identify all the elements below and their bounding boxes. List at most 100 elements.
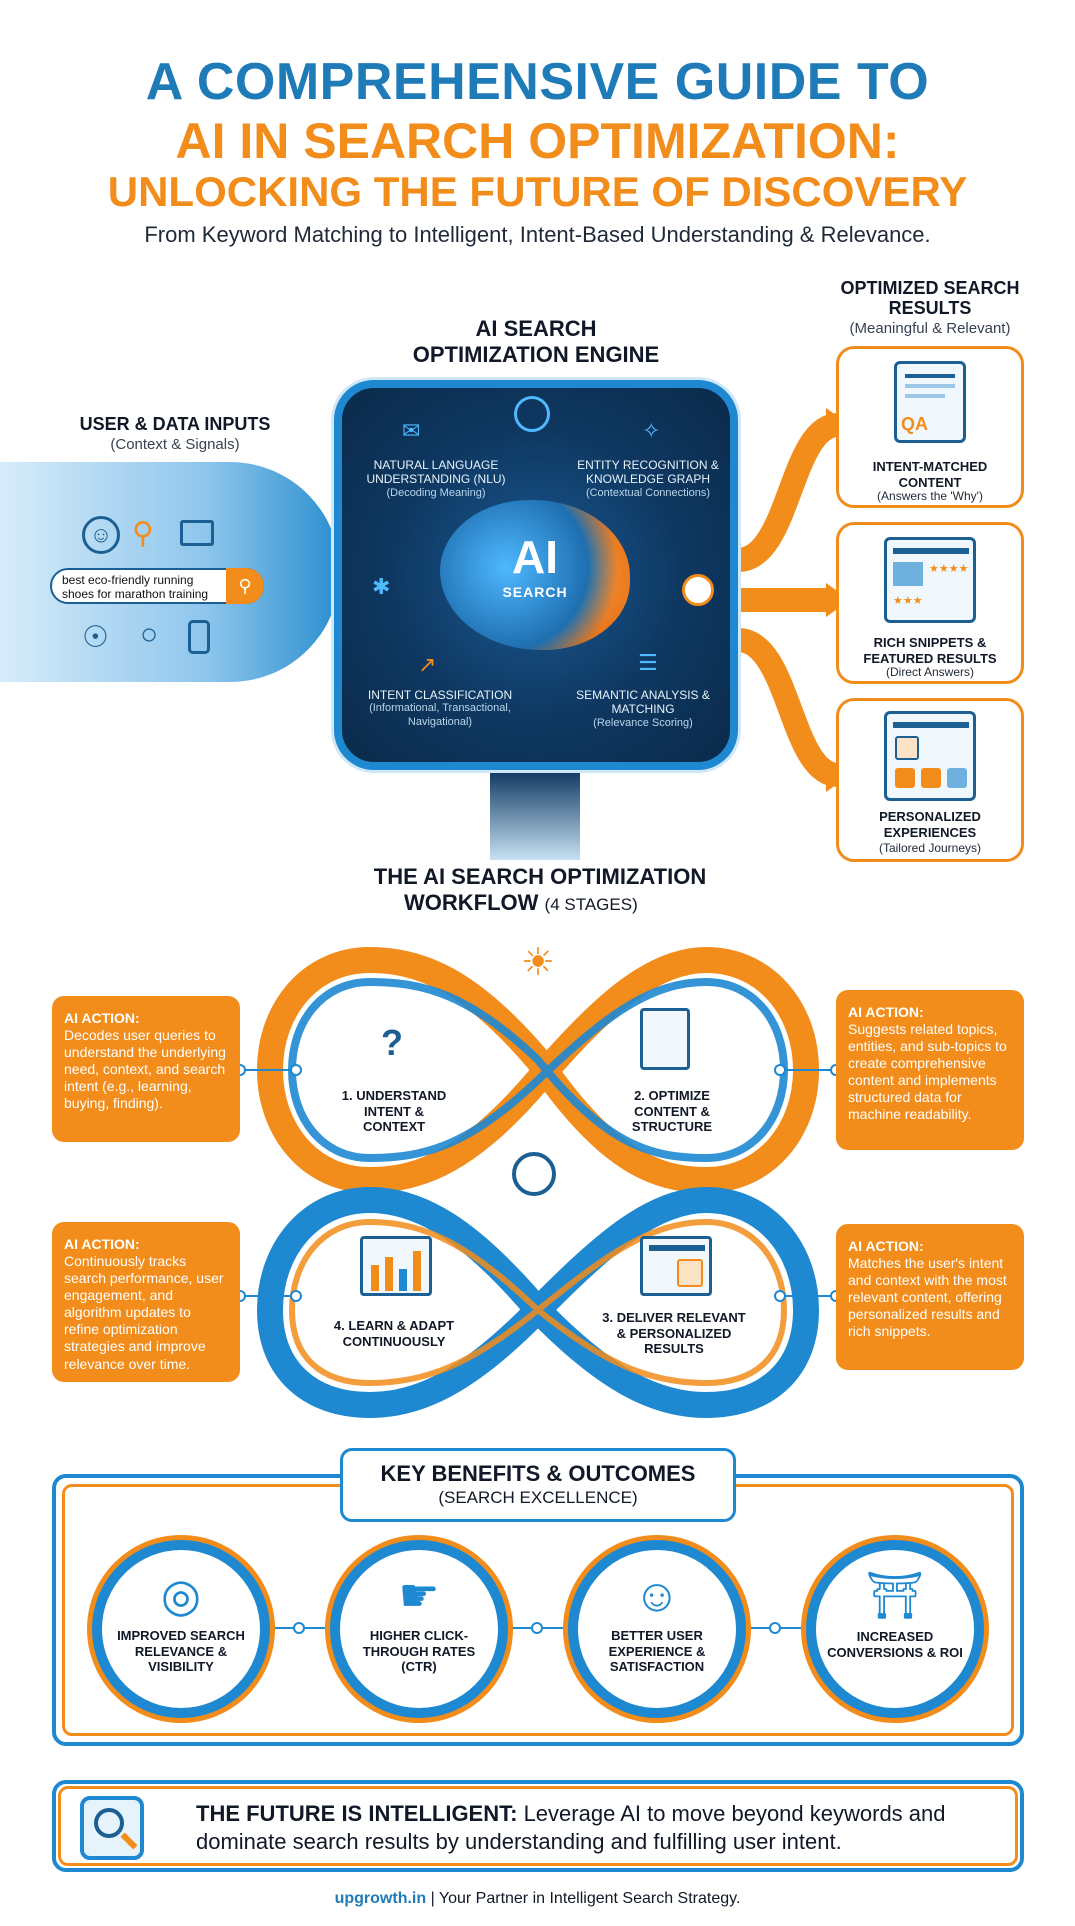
workflow-title-word: WORKFLOW <box>404 890 539 915</box>
question-search-icon: ? <box>381 1022 403 1063</box>
future-banner <box>52 1780 1024 1872</box>
user-icon: ☺ <box>82 516 120 554</box>
ai-search-label: SEARCH <box>502 584 568 600</box>
future-text: Leverage AI to move beyond keywords and … <box>196 1801 946 1854</box>
benefits-subtitle: (SEARCH EXCELLENCE) <box>438 1488 638 1508</box>
action-text: Continuously tracks search performance, … <box>64 1253 224 1372</box>
brain-icon <box>440 500 630 650</box>
benefit-circle-ux: ☺ BETTER USER EXPERIENCE & SATISFACTION <box>568 1540 746 1718</box>
benefit-label: HIGHER CLICK-THROUGH RATES (CTR) <box>362 1628 476 1675</box>
output-card-personalized: PERSONALIZED EXPERIENCES (Tailored Journ… <box>836 698 1024 862</box>
benefit-circle-roi: ⛩ INCREASED CONVERSIONS & ROI <box>806 1540 984 1718</box>
rich-snippet-icon: ★★★★ ★★★ <box>884 537 976 623</box>
qa-label: QA <box>901 414 928 434</box>
footer-brand[interactable]: upgrowth.in <box>334 1890 427 1907</box>
subtitle: From Keyword Matching to Intelligent, In… <box>144 222 931 247</box>
action-box-stage-2: AI ACTION: Suggests related topics, enti… <box>836 990 1024 1150</box>
output-card-snippets: ★★★★ ★★★ RICH SNIPPETS & FEATURED RESULT… <box>836 522 1024 684</box>
outputs-title-line-1: OPTIMIZED SEARCH <box>840 278 1020 298</box>
location-pin-icon: ⚲ <box>132 517 154 550</box>
workflow-title-line-2: WORKFLOW (4 STAGES) <box>404 890 724 916</box>
output-card-title: RICH SNIPPETS & FEATURED RESULTS <box>863 635 997 666</box>
action-heading: AI ACTION: <box>64 1236 140 1252</box>
document-icon: QA <box>894 361 966 443</box>
compass-icon <box>682 574 714 606</box>
benefit-circle-relevance: ◎ IMPROVED SEARCH RELEVANCE & VISIBILITY <box>92 1540 270 1718</box>
lightbulb-idea-icon: ☀ <box>520 942 556 984</box>
future-banner-inner <box>58 1786 1018 1866</box>
benefit-label: INCREASED CONVERSIONS & ROI <box>827 1629 963 1660</box>
ai-label: AI <box>512 531 558 583</box>
benefits-title: KEY BENEFITS & OUTCOMES <box>380 1461 696 1486</box>
engine-title-line-2: OPTIMIZATION ENGINE <box>412 342 660 367</box>
chat-icon: ✉ <box>402 418 421 443</box>
workflow-loop-bottom <box>256 1186 820 1419</box>
benefit-circle-ctr: ☛ HIGHER CLICK-THROUGH RATES (CTR) <box>330 1540 508 1718</box>
action-box-stage-4: AI ACTION: Continuously tracks search pe… <box>52 1222 240 1382</box>
workflow-stage-count: (4 STAGES) <box>544 895 638 914</box>
user-heart-icon: ☺ <box>633 1569 681 1621</box>
output-card-title: INTENT-MATCHED CONTENT <box>872 459 988 490</box>
benefit-label: IMPROVED SEARCH RELEVANCE & VISIBILITY <box>117 1628 245 1675</box>
nlu-title: NATURAL LANGUAGE UNDERSTANDING (NLU) <box>366 458 506 487</box>
action-text: Decodes user queries to understand the u… <box>64 1027 226 1112</box>
output-card-subtitle: (Answers the 'Why') <box>877 489 983 503</box>
title-line-2: AI IN SEARCH OPTIMIZATION: <box>175 113 900 169</box>
output-arrow-3 <box>736 628 841 787</box>
globe-icon: ☉ <box>82 621 109 654</box>
target-icon: ◎ <box>160 1569 202 1621</box>
future-lead: THE FUTURE IS INTELLIGENT: <box>196 1801 518 1826</box>
output-arrow-1 <box>736 413 841 572</box>
cart-icon: ⛩ <box>865 1569 925 1621</box>
nodes-icon: ✱ <box>372 574 391 599</box>
workflow-loop-top <box>256 946 820 1194</box>
output-card-subtitle: (Direct Answers) <box>885 665 974 679</box>
analytics-chart-icon <box>360 1236 432 1296</box>
semantic-subtitle: (Relevance Scoring) <box>593 716 693 729</box>
magnifier-icon <box>80 1796 144 1860</box>
magnifier-compass-icon <box>512 1152 556 1196</box>
workflow-title-line-1: THE AI SEARCH OPTIMIZATION <box>373 864 707 889</box>
output-card-subtitle: (Tailored Journeys) <box>878 841 982 855</box>
growth-chart-icon: ↗ <box>418 652 437 677</box>
inputs-subtitle: (Context & Signals) <box>110 436 240 453</box>
footer-separator: | <box>426 1890 439 1907</box>
action-box-stage-3: AI ACTION: Matches the user's intent and… <box>836 1224 1024 1370</box>
content-structure-icon <box>640 1008 690 1070</box>
action-text: Suggests related topics, entities, and s… <box>848 1021 1007 1123</box>
output-card-intent: QA INTENT-MATCHED CONTENT (Answers the '… <box>836 346 1024 508</box>
magnifier-icon <box>514 396 550 432</box>
desktop-icon <box>180 520 214 546</box>
title-line-1: A COMPREHENSIVE GUIDE TO <box>145 53 930 111</box>
stage-2-label: 2. OPTIMIZE CONTENT & STRUCTURE <box>631 1088 713 1135</box>
outputs-title-line-2: RESULTS <box>888 298 972 318</box>
action-box-stage-1: AI ACTION: Decodes user queries to under… <box>52 996 240 1142</box>
entity-title: ENTITY RECOGNITION & KNOWLEDGE GRAPH <box>577 458 719 487</box>
inputs-title: USER & DATA INPUTS <box>79 414 271 434</box>
outputs-subtitle: (Meaningful & Relevant) <box>849 320 1011 337</box>
search-icon: ⚲ <box>226 568 264 604</box>
phone-icon <box>188 620 210 654</box>
star-rating-icon: ★★★ <box>893 595 923 607</box>
action-heading: AI ACTION: <box>848 1004 924 1020</box>
list-search-icon: ☰ <box>638 650 658 675</box>
intent-title: INTENT CLASSIFICATION <box>367 688 513 702</box>
entity-subtitle: (Contextual Connections) <box>585 486 711 499</box>
semantic-title: SEMANTIC ANALYSIS & MATCHING <box>576 688 710 717</box>
footer-tagline: Your Partner in Intelligent Search Strat… <box>438 1890 741 1907</box>
profile-result-icon <box>640 1236 712 1296</box>
action-heading: AI ACTION: <box>848 1238 924 1254</box>
title-line-3: UNLOCKING THE FUTURE OF DISCOVERY <box>107 168 968 215</box>
click-icon: ☛ <box>398 1569 440 1621</box>
star-rating-icon: ★★★★ <box>929 563 969 575</box>
nlu-subtitle: (Decoding Meaning) <box>386 486 486 499</box>
engine-title-line-1: AI SEARCH <box>475 316 597 341</box>
lightbulb-icon: ○ <box>140 618 159 651</box>
benefits-heading: KEY BENEFITS & OUTCOMES (SEARCH EXCELLEN… <box>340 1448 736 1522</box>
stage-4-label: 4. LEARN & ADAPT CONTINUOUSLY <box>333 1318 455 1349</box>
footer: upgrowth.in | Your Partner in Intelligen… <box>0 1890 1075 1908</box>
action-heading: AI ACTION: <box>64 1010 140 1026</box>
output-card-title: PERSONALIZED EXPERIENCES <box>879 809 981 840</box>
stage-3-label: 3. DELIVER RELEVANT & PERSONALIZED RESUL… <box>602 1310 746 1357</box>
action-text: Matches the user's intent and context wi… <box>848 1255 1007 1340</box>
